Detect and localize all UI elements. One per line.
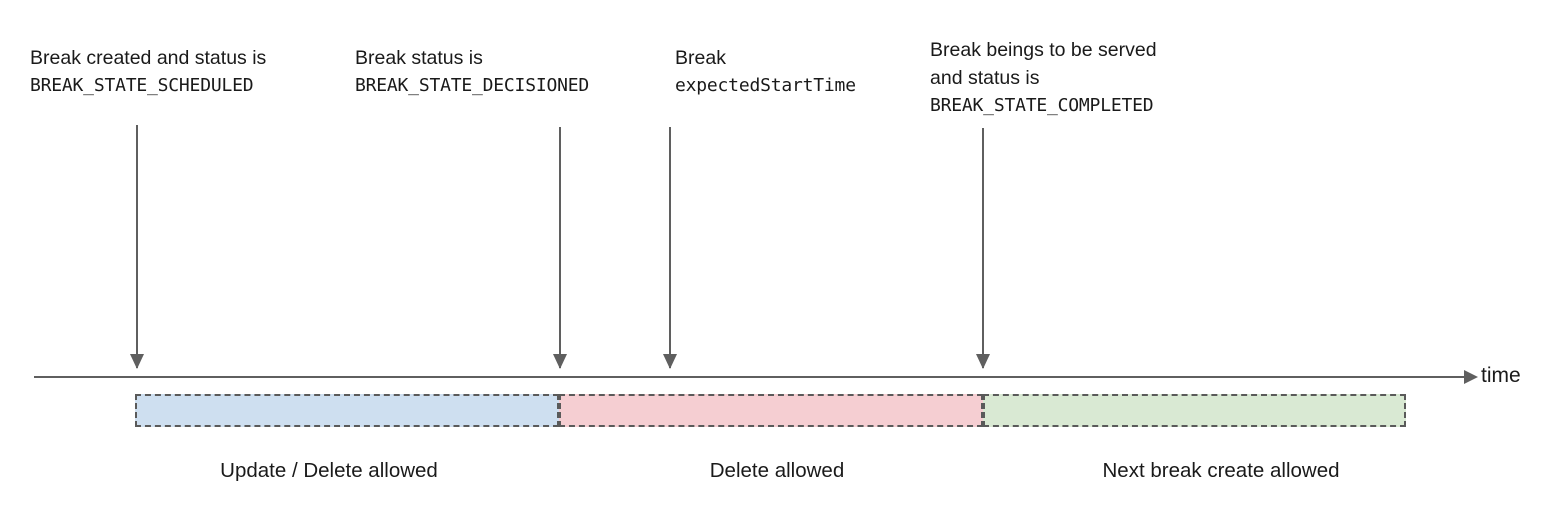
event-label-expected-start: Break expectedStartTime bbox=[675, 44, 856, 100]
drop-arrow-completed-icon bbox=[976, 128, 990, 369]
phase-caption-update-delete: Update / Delete allowed bbox=[220, 459, 438, 482]
arrow-head-down-icon bbox=[663, 354, 677, 369]
arrow-head-down-icon bbox=[130, 354, 144, 369]
event-label-completed: Break beings to be served and status is … bbox=[930, 36, 1157, 120]
phase-bar-update-delete bbox=[135, 394, 559, 427]
drop-arrow-expected-start-icon bbox=[663, 127, 677, 369]
drop-arrow-scheduled-icon bbox=[130, 125, 144, 369]
event-label-decisioned-code: BREAK_STATE_DECISIONED bbox=[355, 75, 590, 96]
event-label-completed-prose-line2: and status is bbox=[930, 67, 1040, 89]
phase-bar-next-break bbox=[983, 394, 1406, 427]
time-axis bbox=[34, 370, 1478, 384]
drop-arrow-decisioned-icon bbox=[553, 127, 567, 369]
arrow-head-down-icon bbox=[553, 354, 567, 369]
event-label-expected-start-code: expectedStartTime bbox=[675, 75, 856, 96]
event-label-decisioned-prose: Break status is bbox=[355, 47, 483, 69]
event-label-expected-start-prose: Break bbox=[675, 47, 726, 69]
drop-arrow-shaft bbox=[982, 128, 984, 368]
arrow-head-down-icon bbox=[976, 354, 990, 369]
event-label-decisioned: Break status is BREAK_STATE_DECISIONED bbox=[355, 44, 589, 100]
event-label-completed-prose-line1: Break beings to be served bbox=[930, 39, 1157, 61]
phase-caption-next-break: Next break create allowed bbox=[1102, 459, 1340, 482]
time-axis-label: time bbox=[1481, 364, 1521, 387]
event-label-scheduled-prose: Break created and status is bbox=[30, 47, 267, 69]
phase-caption-delete-only: Delete allowed bbox=[709, 459, 845, 482]
arrow-head-right-icon bbox=[1464, 370, 1478, 384]
event-label-completed-code: BREAK_STATE_COMPLETED bbox=[930, 95, 1154, 116]
phase-bar-delete-only bbox=[559, 394, 983, 427]
event-label-scheduled-code: BREAK_STATE_SCHEDULED bbox=[30, 75, 254, 96]
drop-arrow-shaft bbox=[559, 127, 561, 368]
time-axis-line bbox=[34, 376, 1466, 378]
drop-arrow-shaft bbox=[136, 125, 138, 368]
event-label-scheduled: Break created and status is BREAK_STATE_… bbox=[30, 44, 266, 100]
drop-arrow-shaft bbox=[669, 127, 671, 368]
